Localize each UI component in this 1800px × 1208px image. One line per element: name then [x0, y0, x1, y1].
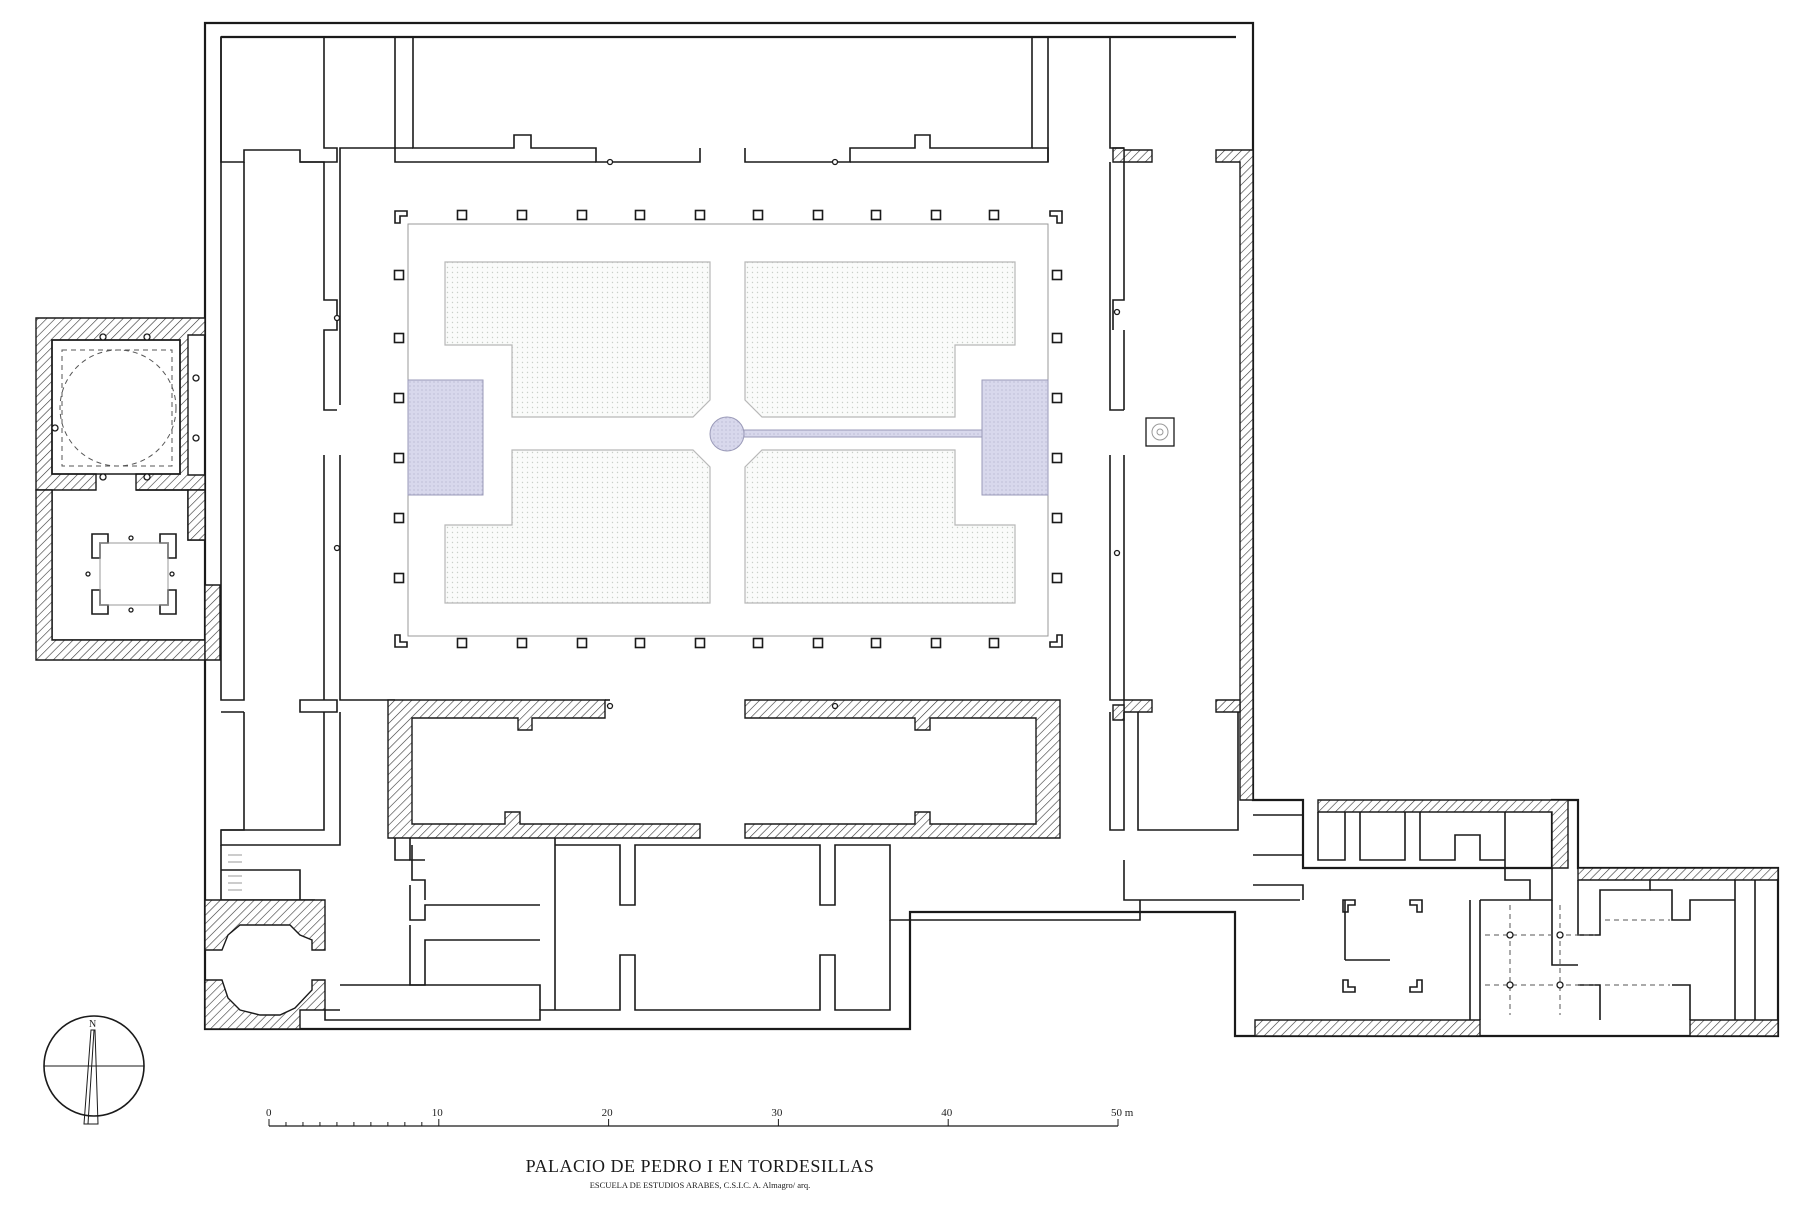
courtyard-pier	[752, 637, 764, 649]
courtyard-corner-pier	[1049, 634, 1063, 648]
plan-subtitle: ESCUELA DE ESTUDIOS ARABES, C.S.I.C. A. …	[589, 1180, 811, 1190]
courtyard-pier	[930, 637, 942, 649]
courtyard-pier	[1051, 512, 1063, 524]
courtyard-pier	[870, 209, 882, 221]
courtyard-pier	[516, 637, 528, 649]
annex-piers	[1342, 899, 1423, 993]
central-fountain	[709, 416, 745, 452]
courtyard-pier	[393, 392, 405, 404]
courtyard-pier	[634, 637, 646, 649]
courtyard-pier	[393, 512, 405, 524]
courtyard-pier	[1051, 452, 1063, 464]
west-wing	[220, 36, 396, 846]
annex-small-room	[85, 533, 177, 615]
scale-tick-label: 30	[771, 1107, 783, 1119]
courtyard-pier	[576, 637, 588, 649]
courtyard	[407, 223, 1175, 637]
courtyard-pier	[456, 637, 468, 649]
courtyard-pier	[393, 452, 405, 464]
courtyard-pier	[930, 209, 942, 221]
water-channel	[743, 429, 983, 438]
courtyard-piers	[393, 209, 1063, 649]
courtyard-pier	[516, 209, 528, 221]
scale-tick-label: 20	[602, 1107, 614, 1119]
stair-and-chapel	[204, 845, 326, 1030]
east-wing	[1109, 162, 1304, 901]
courtyard-pier	[393, 332, 405, 344]
courtyard-pier	[988, 209, 1000, 221]
courtyard-pier	[1051, 572, 1063, 584]
plan-title: PALACIO DE PEDRO I EN TORDESILLAS	[525, 1156, 875, 1176]
courtyard-pier	[1051, 269, 1063, 281]
courtyard-pier	[634, 209, 646, 221]
east-pool	[981, 379, 1049, 496]
courtyard-pier	[576, 209, 588, 221]
courtyard-pier	[988, 637, 1000, 649]
courtyard-pier	[1051, 392, 1063, 404]
south-hall	[387, 699, 1061, 900]
courtyard-corner-pier	[394, 634, 408, 648]
scale-tick-label: 40	[941, 1107, 953, 1119]
courtyard-pier	[456, 209, 468, 221]
courtyard-pier	[393, 269, 405, 281]
courtyard-pier	[1051, 332, 1063, 344]
southeast-annex	[1317, 812, 1756, 1020]
courtyard-pier	[694, 637, 706, 649]
lower-south-rooms	[324, 838, 1141, 1021]
north-hall	[394, 36, 1124, 163]
courtyard-pier	[812, 209, 824, 221]
scale-tick-label: 10	[432, 1107, 444, 1119]
courtyard-pier	[752, 209, 764, 221]
scale-tick-label: 50 m	[1111, 1107, 1134, 1119]
courtyard-pier	[812, 637, 824, 649]
west-annex	[35, 317, 221, 661]
hatched-walls	[1112, 147, 1779, 1037]
courtyard-corner-pier	[394, 210, 408, 224]
columns	[51, 158, 1564, 989]
north-arrow: N	[43, 1015, 145, 1125]
courtyard-corner-pier	[1049, 210, 1063, 224]
west-pool	[407, 379, 484, 496]
scale-bar: 0 10 20 30 40 50 m	[266, 1107, 1134, 1127]
garden-bed-nw	[444, 261, 711, 418]
courtyard-pier	[870, 637, 882, 649]
garden-bed-sw	[444, 449, 711, 604]
north-label: N	[89, 1019, 96, 1030]
scale-tick-label: 0	[266, 1107, 272, 1119]
garden-bed-se	[744, 449, 1016, 604]
courtyard-pier	[393, 572, 405, 584]
courtyard-pier	[694, 209, 706, 221]
garden-bed-ne	[744, 261, 1016, 418]
well	[1145, 417, 1175, 447]
